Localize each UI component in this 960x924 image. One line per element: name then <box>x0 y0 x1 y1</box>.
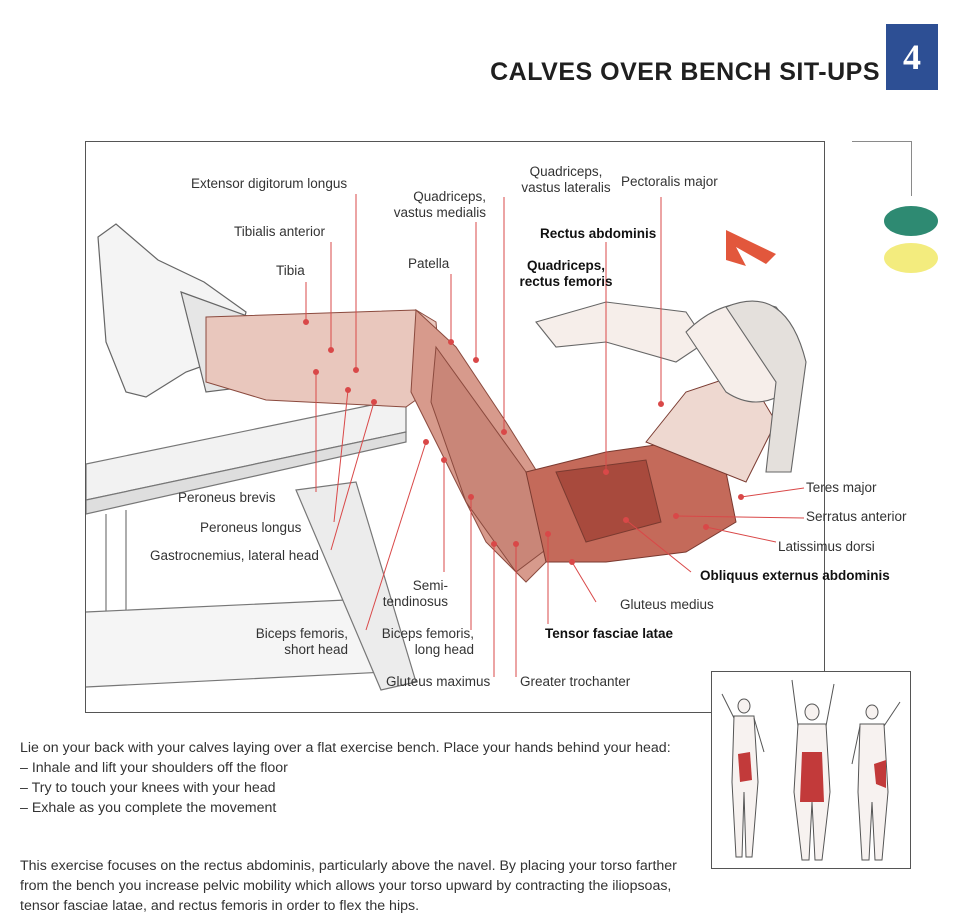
label-quadriceps-rectus-femoris: Quadriceps, rectus femoris <box>519 258 613 289</box>
label-gluteus-maximus: Gluteus maximus <box>386 674 491 689</box>
decorative-line-side <box>911 141 912 196</box>
instruction-step: – Exhale as you complete the movement <box>20 800 277 816</box>
arms-head-drawing <box>535 300 807 473</box>
label-peroneus-longus: Peroneus longus <box>200 520 302 535</box>
label-obliquus-externus-abdominis: Obliquus externus abdominis <box>700 568 890 583</box>
yellow-oval-marker <box>884 243 938 273</box>
three-body-views-drawing <box>721 679 901 861</box>
leader-lines <box>303 194 805 677</box>
label-latissimus-dorsi: Latissimus dorsi <box>778 539 875 554</box>
teal-oval-marker <box>884 206 938 236</box>
movement-arrow <box>726 230 776 266</box>
bench-drawing <box>86 401 417 691</box>
label-biceps-femoris-long-head: Biceps femoris, long head <box>381 626 474 657</box>
label-quadriceps-vastus-lateralis: Quadriceps, vastus lateralis <box>521 164 611 195</box>
label-greater-trochanter: Greater trochanter <box>520 674 631 689</box>
page-title: CALVES OVER BENCH SIT-UPS <box>490 58 880 86</box>
label-biceps-femoris-short-head: Biceps femoris, short head <box>255 626 348 657</box>
label-serratus-anterior: Serratus anterior <box>806 509 907 524</box>
decorative-line-top <box>852 141 912 142</box>
focus-text: This exercise focuses on the rectus abdo… <box>20 858 677 914</box>
label-tibia: Tibia <box>276 263 305 278</box>
label-semitendinosus: Semi- tendinosus <box>382 578 448 609</box>
label-teres-major: Teres major <box>806 480 877 495</box>
label-peroneus-brevis: Peroneus brevis <box>178 490 276 505</box>
situp-illustration <box>86 194 807 691</box>
instruction-step: – Try to touch your knees with your head <box>20 780 276 796</box>
label-quadriceps-vastus-medialis: Quadriceps, vastus medialis <box>393 189 486 220</box>
label-gastrocnemius-lateral-head: Gastrocnemius, lateral head <box>150 548 319 563</box>
label-rectus-abdominis: Rectus abdominis <box>540 226 657 241</box>
instructions-intro: Lie on your back with your calves laying… <box>20 740 671 756</box>
label-gluteus-medius: Gluteus medius <box>620 597 714 612</box>
legs-drawing <box>205 308 567 583</box>
instructions-text: Lie on your back with your calves laying… <box>20 738 688 818</box>
muscle-overview-thumbnail <box>711 671 911 869</box>
instruction-step: – Inhale and lift your shoulders off the… <box>20 760 288 776</box>
anatomy-figure: Extensor digitorum longus Tibialis anter… <box>85 141 907 713</box>
label-tibialis-anterior: Tibialis anterior <box>234 224 326 239</box>
label-pectoralis-major: Pectoralis major <box>621 174 718 189</box>
label-patella: Patella <box>408 256 450 271</box>
label-tensor-fasciae-latae: Tensor fasciae latae <box>545 626 674 641</box>
label-extensor-digitorum-longus: Extensor digitorum longus <box>191 176 348 191</box>
chapter-number-badge: 4 <box>886 24 938 90</box>
